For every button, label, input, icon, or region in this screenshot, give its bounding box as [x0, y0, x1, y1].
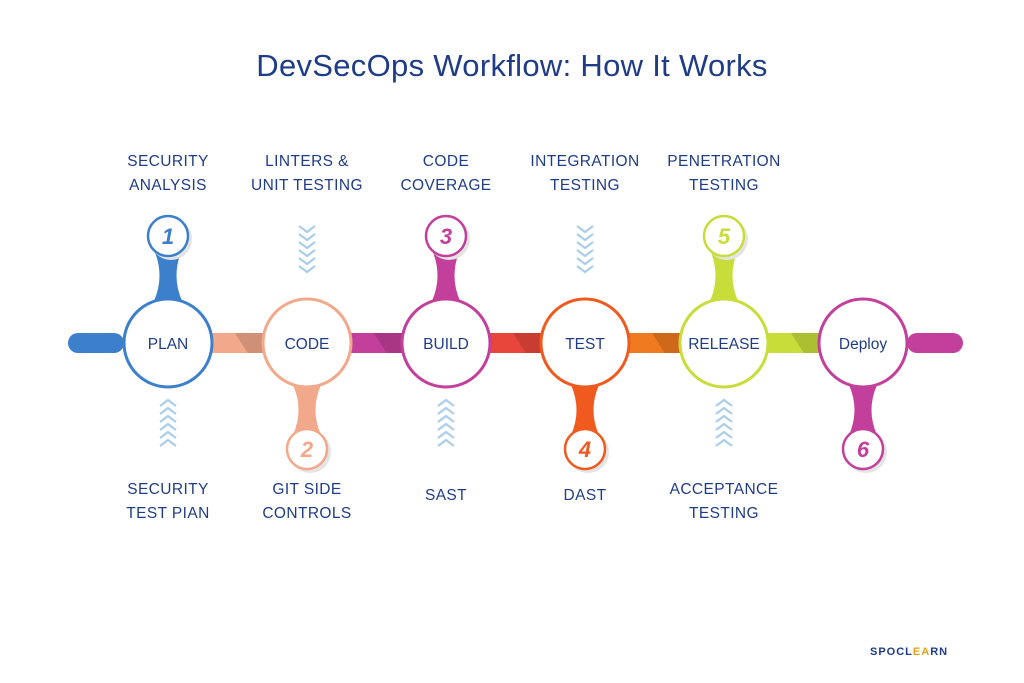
connector-neck [710, 250, 738, 301]
annotation-line: ANALYSIS [129, 177, 207, 194]
annotation-line: SECURITY [127, 481, 209, 498]
stage-label: RELEASE [688, 336, 760, 353]
annotation-line: CONTROLS [262, 505, 352, 522]
step-badge [563, 427, 607, 471]
annotation-line: TESTING [689, 505, 759, 522]
annotation-line: INTEGRATION [530, 153, 640, 170]
chevron-arrow [159, 398, 177, 407]
connector-shade [512, 333, 541, 353]
step-number: 5 [718, 224, 731, 249]
connector-bar [68, 333, 124, 353]
step-number: 1 [162, 224, 174, 249]
connector-neck [293, 385, 321, 435]
stage-circle [261, 297, 353, 389]
chevron-arrow [576, 249, 594, 258]
connector-shade [234, 333, 263, 353]
chevron-arrow [576, 241, 594, 250]
bottom-annotation: SAST [376, 484, 516, 508]
connector-neck [849, 385, 877, 435]
stage-label: TEST [565, 336, 605, 353]
annotation-line: COVERAGE [400, 177, 492, 194]
annotation-line: UNIT TESTING [251, 177, 363, 194]
step-number: 2 [300, 437, 314, 462]
chevron-arrow [298, 265, 316, 274]
chevron-arrow [576, 257, 594, 266]
connector-shade [790, 333, 819, 353]
chevron-arrow [298, 233, 316, 242]
step-badge [146, 214, 190, 258]
step-badge [841, 427, 885, 471]
chevron-arrow [437, 422, 455, 431]
stage-label: CODE [285, 336, 330, 353]
connector-neck [154, 250, 182, 301]
annotation-line: GIT SIDE [272, 481, 342, 498]
annotation-line: PENETRATION [667, 153, 781, 170]
stage-label: PLAN [148, 336, 189, 353]
stage-circle [122, 297, 214, 389]
step-badge [285, 427, 329, 471]
chevron-arrow [159, 438, 177, 447]
step-number: 3 [440, 224, 452, 249]
chevron-arrow [298, 249, 316, 258]
chevron-arrow [576, 265, 594, 274]
annotation-line: SECURITY [127, 153, 209, 170]
step-number: 4 [578, 437, 591, 462]
bottom-annotation: SECURITY TEST PIAN [98, 478, 238, 526]
chevron-arrow [159, 430, 177, 439]
chevron-arrow [298, 225, 316, 234]
connector-shade [651, 333, 680, 353]
annotation-line: TESTING [689, 177, 759, 194]
connector-neck [571, 385, 599, 435]
chevron-arrow [715, 414, 733, 423]
chevron-arrow [715, 422, 733, 431]
chevron-arrow [437, 406, 455, 415]
chevron-arrow [437, 398, 455, 407]
annotation-line: TEST PIAN [126, 505, 210, 522]
bottom-annotation: DAST [515, 484, 655, 508]
connector-bar [907, 333, 963, 353]
chevron-arrow [715, 430, 733, 439]
chevron-arrow [715, 398, 733, 407]
stage-circle [678, 297, 770, 389]
annotation-line: SAST [424, 487, 468, 504]
annotation-line: LINTERS & [265, 153, 349, 170]
stage-circle [400, 297, 492, 389]
chevron-arrow [437, 414, 455, 423]
connector-shade [373, 333, 402, 353]
connector-neck [432, 250, 460, 301]
top-annotation: CODE COVERAGE [376, 150, 516, 198]
chevron-arrow [159, 414, 177, 423]
brand-logo: SPOCLEARN [870, 646, 949, 658]
step-badge [424, 214, 468, 258]
stage-label: Deploy [839, 336, 887, 353]
bottom-annotation: ACCEPTANCE TESTING [654, 478, 794, 526]
chevron-arrow [437, 438, 455, 447]
chevron-arrow [715, 438, 733, 447]
chevron-arrow [715, 406, 733, 415]
step-number: 6 [857, 437, 870, 462]
chevron-arrow [298, 257, 316, 266]
annotation-line: ACCEPTANCE [669, 481, 779, 498]
chevron-arrow [159, 406, 177, 415]
top-annotation: INTEGRATION TESTING [515, 150, 655, 198]
chevron-arrow [298, 241, 316, 250]
top-annotation: PENETRATION TESTING [654, 150, 794, 198]
stage-circle [539, 297, 631, 389]
annotation-line: CODE [422, 153, 470, 170]
annotation-line: DAST [563, 487, 607, 504]
chevron-arrow [159, 422, 177, 431]
stage-label: BUILD [423, 336, 469, 353]
top-annotation: SECURITY ANALYSIS [98, 150, 238, 198]
step-badge [702, 214, 746, 258]
annotation-line: TESTING [550, 177, 620, 194]
chevron-arrow [576, 225, 594, 234]
bottom-annotation: GIT SIDE CONTROLS [237, 478, 377, 526]
stage-circle [817, 297, 909, 389]
chevron-arrow [576, 233, 594, 242]
top-annotation: LINTERS & UNIT TESTING [237, 150, 377, 198]
page-title: DevSecOps Workflow: How It Works [256, 48, 768, 83]
chevron-arrow [437, 430, 455, 439]
